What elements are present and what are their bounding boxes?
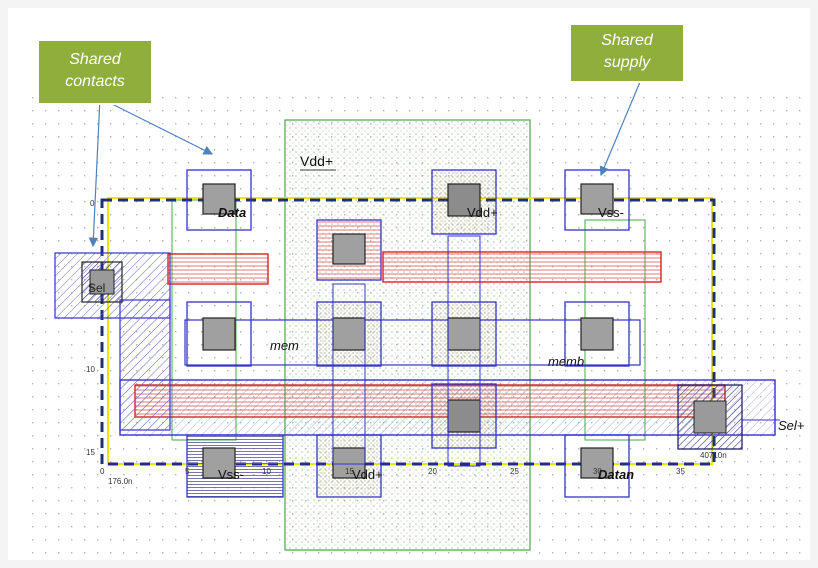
x-tick-25: 25 — [510, 467, 519, 476]
gate-strip-mid-right — [447, 235, 481, 467]
cell-boundary-dashed — [100, 198, 716, 466]
y-tick-5: 5 — [90, 283, 95, 292]
x-tick-5: 5 — [185, 467, 190, 476]
callout-shared-supply-line1: Shared — [601, 32, 654, 49]
x-tick-30: 30 — [593, 467, 602, 476]
poly-top-left — [167, 253, 269, 285]
y-tick-10: 10 — [86, 365, 95, 374]
y-axis-ticks: 0 5 10 15 — [86, 199, 95, 457]
x-tick-10: 10 — [262, 467, 271, 476]
poly-top-right — [382, 251, 662, 283]
x-tick-15: 15 — [345, 467, 354, 476]
cell-boundary-yellow — [107, 197, 713, 465]
label-memb: memb — [548, 354, 584, 369]
x-axis-ticks: 0 5 10 15 20 25 30 35 — [100, 467, 685, 476]
arrow-contacts-to-sel — [88, 97, 101, 248]
label-data: Data — [218, 205, 246, 220]
label-mem: mem — [270, 338, 299, 353]
arrow-supply-to-vss — [599, 81, 641, 177]
label-vdd-bottom: Vdd+ — [352, 467, 383, 482]
x-end-readout: 40710n — [700, 451, 727, 460]
y-tick-0: 0 — [90, 199, 95, 208]
label-sel-left: Sel — [88, 281, 105, 295]
callout-shared-contacts-line2: contacts — [65, 73, 125, 90]
callout-shared-supply-line2: supply — [604, 54, 651, 71]
label-vss-top: Vss- — [598, 205, 624, 220]
callout-shared-contacts-line1: Shared — [69, 51, 122, 68]
x-tick-35: 35 — [676, 467, 685, 476]
contact-pads — [81, 169, 743, 498]
label-vss-bottom: Vss- — [218, 467, 244, 482]
y-tick-15: 15 — [86, 448, 95, 457]
callout-shared-contacts: Shared contacts — [37, 39, 153, 105]
label-datan: Datan — [598, 467, 634, 482]
x-tick-0: 0 — [100, 467, 105, 476]
callout-shared-supply: Shared supply — [569, 23, 685, 83]
arrow-contacts-to-data — [99, 97, 214, 155]
x-start-readout: 176.0n — [108, 477, 132, 486]
gate-strip-mid-left — [332, 283, 366, 465]
label-sel-right: Sel+ — [778, 418, 805, 433]
label-vdd-mid: Vdd+ — [467, 205, 498, 220]
metal-mem-wire — [184, 319, 641, 366]
x-tick-20: 20 — [428, 467, 437, 476]
label-vdd-top: Vdd+ — [300, 153, 333, 169]
